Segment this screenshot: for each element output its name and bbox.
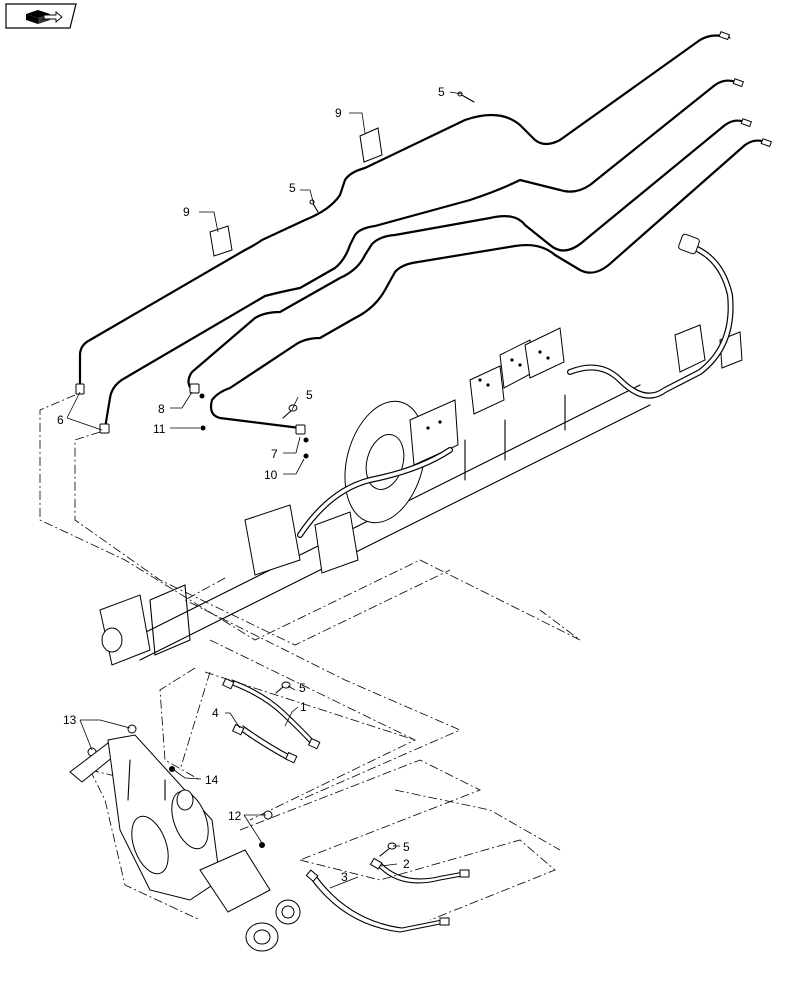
nav-icon-button[interactable] bbox=[5, 3, 77, 29]
callout-7: 7 bbox=[271, 447, 278, 461]
cotter-pin-mid bbox=[309, 199, 319, 213]
hose-item-4 bbox=[232, 723, 298, 764]
callout-1: 1 bbox=[300, 700, 307, 714]
callout-9-lower: 9 bbox=[183, 205, 190, 219]
callout-4: 4 bbox=[212, 706, 219, 720]
callout-13: 13 bbox=[63, 713, 77, 727]
callout-2: 2 bbox=[403, 857, 410, 871]
hose-item-3 bbox=[305, 869, 450, 933]
decal-label-lower bbox=[209, 225, 233, 257]
callout-10: 10 bbox=[264, 468, 278, 482]
callout-14: 14 bbox=[205, 773, 219, 787]
callout-5-mid: 5 bbox=[289, 181, 296, 195]
callout-5-hose2: 5 bbox=[403, 840, 410, 854]
steel-tube-line-2 bbox=[103, 78, 745, 430]
large-flex-hose bbox=[297, 233, 734, 538]
callout-9-upper: 9 bbox=[335, 106, 342, 120]
fitting-items bbox=[87, 724, 273, 848]
cotter-pin-tube bbox=[282, 404, 298, 419]
callout-6: 6 bbox=[57, 413, 64, 427]
steel-tube-line-4 bbox=[209, 138, 773, 430]
callout-5-top: 5 bbox=[438, 85, 445, 99]
callout-11: 11 bbox=[153, 422, 166, 436]
callout-3: 3 bbox=[341, 870, 348, 884]
decal-label-upper bbox=[359, 127, 383, 163]
book-arrow-icon bbox=[26, 10, 63, 24]
callout-5-hose1: 5 bbox=[299, 681, 306, 695]
small-pin-lower bbox=[379, 842, 397, 857]
wheel-motor-assembly bbox=[69, 734, 301, 952]
axle-frame-assembly bbox=[99, 324, 743, 666]
nut-item-10 bbox=[303, 453, 309, 459]
leader-lines bbox=[66, 91, 463, 889]
steel-tube-line-3 bbox=[187, 118, 753, 392]
steel-tube-line-1 bbox=[78, 31, 731, 390]
callout-12: 12 bbox=[228, 809, 242, 823]
nut-item-11 bbox=[200, 425, 206, 431]
hose-item-2 bbox=[369, 857, 470, 884]
hose-item-1 bbox=[222, 677, 321, 750]
callout-labels: 9 9 5 5 5 6 8 11 7 10 5 1 4 13 14 12 5 2… bbox=[57, 85, 445, 884]
small-pin-upper-hose bbox=[275, 681, 291, 694]
connection-dashlines bbox=[39, 394, 581, 921]
tube-fittings-left bbox=[75, 383, 306, 435]
callout-5-tube: 5 bbox=[306, 388, 313, 402]
callout-8: 8 bbox=[158, 402, 165, 416]
